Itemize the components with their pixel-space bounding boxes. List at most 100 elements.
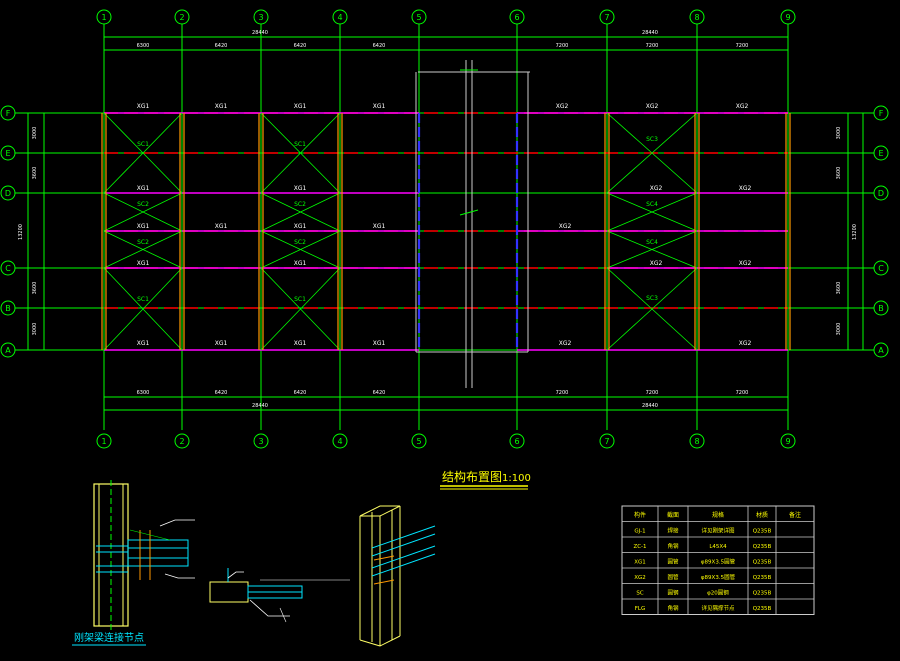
axis-label-2: 2 xyxy=(179,13,184,22)
axis-label-6: 6 xyxy=(514,437,519,446)
label-sc2: SC2 xyxy=(137,239,149,246)
bracing-layer xyxy=(103,112,698,351)
label-xg2: XG2 xyxy=(646,103,659,110)
dim-bottom-span: 7200 xyxy=(556,390,569,396)
table-cell: XG2 xyxy=(634,575,646,581)
label-sc2: SC2 xyxy=(294,239,306,246)
axis-label-3: 3 xyxy=(258,13,263,22)
axis-bubble-B xyxy=(0,300,16,316)
dim-left-span: 3000 xyxy=(32,127,38,140)
axis-bubble-9 xyxy=(780,9,796,25)
axis-label-7: 7 xyxy=(604,13,609,22)
label-xg1: XG1 xyxy=(294,223,307,230)
axis-bubble-C xyxy=(873,260,889,276)
label-xg1: XG1 xyxy=(215,340,228,347)
axis-bubble-D xyxy=(0,185,16,201)
table-border xyxy=(621,505,815,615)
bracing-rod xyxy=(606,230,698,269)
table-cell: ZC-1 xyxy=(633,544,646,550)
label-xg1: XG1 xyxy=(137,340,150,347)
axis-label-E: E xyxy=(878,149,883,158)
bracing-rod xyxy=(103,230,183,269)
axis-bubble-1 xyxy=(96,433,112,449)
table-header-cell: 构件 xyxy=(634,511,646,519)
dim-bottom-span: 6420 xyxy=(294,390,307,396)
label-xg1: XG1 xyxy=(373,340,386,347)
label-xg1: XG1 xyxy=(294,340,307,347)
axis-label-9: 9 xyxy=(785,437,790,446)
table-header-cell: 材质 xyxy=(756,511,768,519)
dim-top-span: 6420 xyxy=(373,43,386,49)
label-xg2: XG2 xyxy=(739,340,752,347)
table-cell: Q235B xyxy=(753,606,772,612)
label-xg1: XG1 xyxy=(137,223,150,230)
axis-bubble-B xyxy=(873,300,889,316)
axis-bubble-8 xyxy=(689,9,705,25)
bracing-rod xyxy=(260,192,341,232)
label-xg1: XG1 xyxy=(137,103,150,110)
table-cell: GJ-1 xyxy=(634,528,645,534)
table-cell: L45X4 xyxy=(709,544,727,550)
dim-bottom-span: 7200 xyxy=(736,390,749,396)
dim-top-span: 7200 xyxy=(646,43,659,49)
bracing-rod xyxy=(103,112,183,194)
label-xg2: XG2 xyxy=(650,185,663,192)
table-cell: 圆钢 xyxy=(667,588,679,596)
label-sc1: SC1 xyxy=(294,296,306,303)
label-sc1: SC1 xyxy=(294,141,306,148)
dim-top-total-left: 28440 xyxy=(252,30,268,36)
axis-bubble-4 xyxy=(332,9,348,25)
label-sc3: SC3 xyxy=(646,136,658,143)
axis-bubble-4 xyxy=(332,433,348,449)
axis-label-A: A xyxy=(878,346,884,355)
label-sc2: SC2 xyxy=(137,201,149,208)
bracing-rod xyxy=(260,267,341,351)
axis-label-A: A xyxy=(5,346,11,355)
dim-bottom-total-right: 28440 xyxy=(642,403,658,409)
axis-label-2: 2 xyxy=(179,437,184,446)
table-header-cell: 规格 xyxy=(712,511,724,519)
label-sc4: SC4 xyxy=(646,239,658,246)
label-xg2: XG2 xyxy=(559,340,572,347)
dim-right-span: 3600 xyxy=(836,282,842,295)
bracing-rod xyxy=(260,230,341,269)
dim-right-span: 3000 xyxy=(836,323,842,336)
dim-left-total: 13200 xyxy=(18,224,24,240)
dim-top-span: 7200 xyxy=(736,43,749,49)
axis-bubble-6 xyxy=(509,433,525,449)
table-cell: 详见隅撑节点 xyxy=(701,604,735,612)
table-cell: Q235B xyxy=(753,528,772,534)
label-xg2: XG2 xyxy=(739,260,752,267)
axis-bubble-7 xyxy=(599,9,615,25)
table-cell: 焊接 xyxy=(667,526,679,534)
axis-label-4: 4 xyxy=(337,13,342,22)
detail-caption: 刚架梁连接节点 xyxy=(74,631,144,644)
axis-bubble-D xyxy=(873,185,889,201)
axis-label-8: 8 xyxy=(694,437,699,446)
axis-label-8: 8 xyxy=(694,13,699,22)
axis-bubble-6 xyxy=(509,9,525,25)
label-xg2: XG2 xyxy=(650,260,663,267)
dim-top-span: 6420 xyxy=(294,43,307,49)
axis-label-B: B xyxy=(878,304,884,313)
connection-detail-1: 刚架梁连接节点 xyxy=(72,480,195,646)
axis-label-D: D xyxy=(878,189,884,198)
label-sc1: SC1 xyxy=(137,296,149,303)
dim-top-total-right: 28440 xyxy=(642,30,658,36)
table-cell: 圆管 xyxy=(667,573,679,581)
dim-top-span: 7200 xyxy=(556,43,569,49)
dim-left-span: 3600 xyxy=(32,167,38,180)
label-sc3: SC3 xyxy=(646,295,658,302)
table-cell: Q235B xyxy=(753,590,772,596)
label-xg1: XG1 xyxy=(373,103,386,110)
dim-bottom-span: 6420 xyxy=(373,390,386,396)
dim-right-span: 3600 xyxy=(836,167,842,180)
dim-bottom-span: 6300 xyxy=(137,390,150,396)
drawing-title-block: 结构布置图 1:100 xyxy=(440,469,531,490)
bracing-rod xyxy=(606,192,698,232)
table-cell: 角钢 xyxy=(667,604,679,612)
